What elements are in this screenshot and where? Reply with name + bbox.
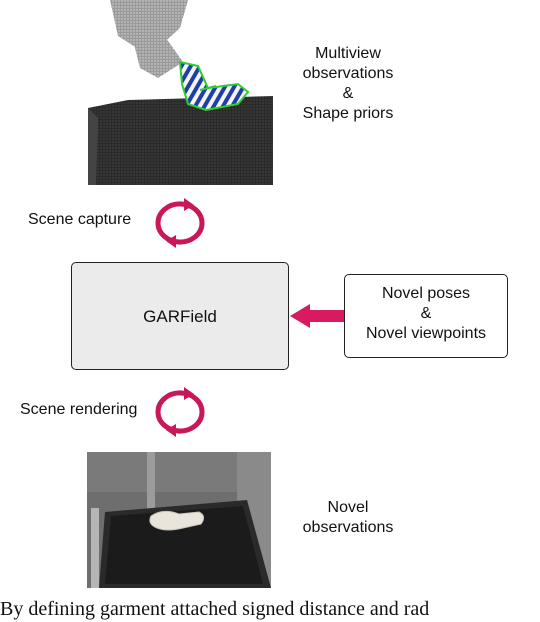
novel-observations-line-1: Novel — [327, 499, 369, 516]
observations-line-3: & — [342, 85, 354, 102]
garfield-label: GARField — [143, 307, 217, 326]
caption-text: By defining garment attached signed dist… — [0, 598, 430, 620]
novel-observation-image — [87, 452, 271, 588]
novel-input-text: Novel poses & Novel viewpoints — [345, 284, 507, 344]
input-arrow — [290, 304, 346, 328]
scene-capture-label: Scene capture — [28, 211, 132, 228]
novel-input-box: Novel poses & Novel viewpoints — [344, 274, 508, 358]
novel-poses-line: Novel poses — [381, 285, 471, 302]
scene-rendering-cycle-icon — [155, 387, 205, 437]
scene-capture-cycle-icon — [155, 198, 205, 248]
novel-observations-line-2: observations — [302, 519, 394, 536]
point-cloud-scene — [88, 0, 273, 185]
rendered-scene — [87, 452, 271, 588]
novel-viewpoints-line: Novel viewpoints — [365, 325, 487, 342]
multiview-observation-image — [88, 0, 273, 185]
observations-line-2: observations — [302, 65, 394, 82]
scene-rendering-label: Scene rendering — [20, 401, 138, 418]
garfield-box: GARField — [71, 262, 289, 370]
observations-line-1: Multiview — [315, 45, 381, 62]
observations-line-4: Shape priors — [302, 105, 394, 122]
novel-ampersand-line: & — [420, 305, 432, 322]
observations-label: Multiview observations & Shape priors — [288, 44, 408, 124]
novel-observations-label: Novel observations — [288, 498, 408, 538]
